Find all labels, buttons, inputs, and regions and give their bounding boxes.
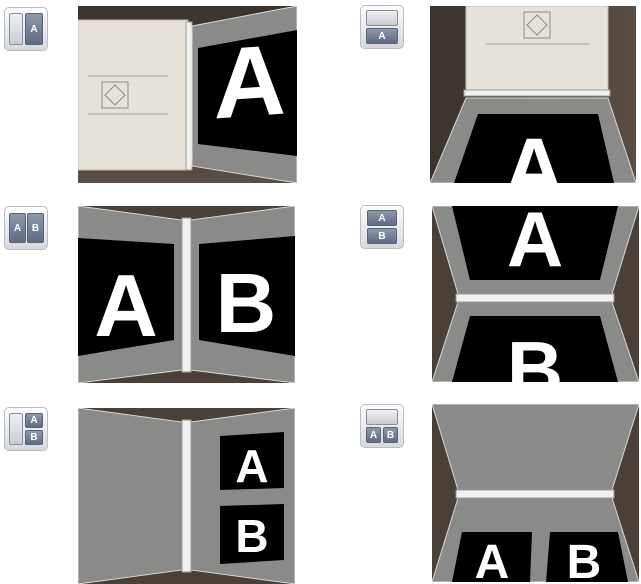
preview-letter-b: B — [567, 536, 602, 582]
preview-single-bottom[interactable]: A — [430, 6, 636, 183]
layout-option-two-pages-stacked-button[interactable]: A B — [360, 205, 404, 249]
icon-label-a: A — [370, 430, 377, 441]
icon-label-b: B — [378, 231, 385, 242]
icon-label-a: A — [30, 24, 37, 35]
icon-left-pane: A — [9, 213, 26, 243]
icon-label-b: B — [32, 223, 39, 234]
icon-top-pane — [366, 409, 398, 425]
layout-option-single-bottom-button[interactable]: A — [360, 5, 404, 49]
layout-option-bottom-side-button[interactable]: A B — [360, 404, 404, 448]
icon-right-bottom-pane: B — [25, 430, 43, 445]
icon-top-pane — [366, 10, 398, 26]
preview-two-pages-side[interactable]: A B — [78, 206, 295, 383]
icon-label-a: A — [30, 415, 37, 426]
icon-label-b: B — [30, 432, 37, 443]
icon-label-a: A — [14, 223, 21, 234]
preview-letter-b: B — [216, 256, 277, 350]
preview-two-pages-stacked[interactable]: A B — [432, 206, 639, 382]
preview-right-stacked[interactable]: A B — [78, 408, 295, 584]
icon-top-pane: A — [367, 210, 397, 226]
icon-label-a: A — [378, 31, 385, 42]
icon-label-a: A — [378, 213, 385, 224]
icon-bottom-pane: A — [366, 28, 398, 44]
preview-letter-b: B — [235, 510, 268, 562]
preview-letter-a: A — [503, 121, 565, 183]
icon-bottom-pane: B — [367, 228, 397, 244]
layout-option-single-left-button[interactable]: A — [4, 7, 48, 51]
preview-letter-a: A — [475, 536, 510, 582]
icon-right-pane: A — [25, 13, 43, 45]
icon-left-pane — [9, 13, 23, 45]
preview-single-left[interactable]: A — [78, 6, 297, 183]
preview-letter-a: A — [214, 24, 286, 141]
preview-letter-a: A — [94, 256, 158, 355]
icon-right-top-pane: A — [25, 413, 43, 428]
preview-letter-b: B — [507, 325, 563, 382]
icon-left-pane — [9, 413, 23, 445]
layout-option-two-pages-side-button[interactable]: A B — [4, 206, 48, 250]
preview-letter-a: A — [507, 206, 563, 283]
icon-label-b: B — [387, 430, 394, 441]
icon-right-pane: B — [27, 213, 44, 243]
preview-letter-a: A — [235, 440, 268, 492]
icon-bottom-left-pane: A — [366, 427, 381, 443]
icon-bottom-right-pane: B — [383, 427, 398, 443]
layout-option-right-stacked-button[interactable]: A B — [4, 407, 48, 451]
preview-bottom-side[interactable]: A B — [432, 404, 639, 582]
